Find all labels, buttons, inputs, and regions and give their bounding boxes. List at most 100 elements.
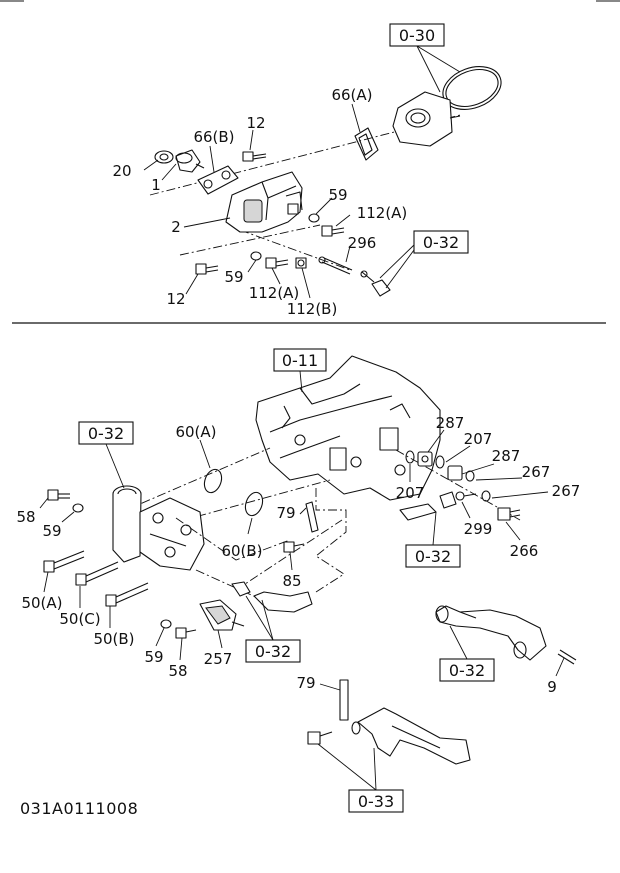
clip-79-bottom — [339, 679, 349, 721]
seal-20 — [154, 150, 174, 164]
callout-112b: 112(B) — [287, 300, 338, 318]
route-line-1 — [315, 488, 347, 593]
bolt-12-bottom — [195, 263, 219, 275]
callout-1: 1 — [151, 176, 161, 194]
bolt-58-upper — [47, 489, 70, 501]
callout-50a: 50(A) — [21, 594, 62, 612]
svg-text:0-32: 0-32 — [449, 661, 485, 680]
bolt-50a — [43, 550, 85, 573]
bolt-85 — [283, 541, 305, 553]
gasket-66a — [354, 127, 379, 161]
callout-66a: 66(A) — [331, 86, 372, 104]
washer-59-bottom — [250, 251, 262, 261]
washer-267-a — [465, 470, 475, 482]
callout-60b: 60(B) — [221, 542, 262, 560]
ref-box-0-30[interactable]: 0-30 — [389, 23, 445, 47]
callout-85: 85 — [282, 572, 301, 590]
washer-59-lower — [160, 619, 172, 629]
sensor-upper — [360, 270, 391, 297]
ref-box-0-33[interactable]: 0-33 — [348, 789, 404, 813]
callout-257: 257 — [204, 650, 233, 668]
washer-207-b — [435, 455, 445, 469]
svg-text:0-33: 0-33 — [358, 792, 394, 811]
callout-207-lower: 207 — [396, 484, 425, 502]
washer-59-upper — [72, 503, 84, 513]
ref-box-0-11[interactable]: 0-11 — [273, 348, 327, 372]
o-ring-60b — [244, 491, 264, 517]
stud-9 — [557, 649, 577, 665]
nut-112b — [295, 257, 307, 269]
bolt-58-lower — [175, 627, 197, 639]
bolt-287-lower — [447, 465, 463, 481]
callout-112a-bottom: 112(A) — [249, 284, 300, 302]
callout-59-bottom: 59 — [224, 268, 243, 286]
callout-50c: 50(C) — [59, 610, 100, 628]
svg-text:0-32: 0-32 — [415, 547, 451, 566]
svg-text:0-32: 0-32 — [255, 642, 291, 661]
bolt-112a-right — [321, 225, 345, 237]
cylinder-head — [255, 355, 441, 501]
callout-59-right: 59 — [328, 186, 347, 204]
callout-79-mid: 79 — [276, 504, 295, 522]
thermostat — [175, 149, 201, 173]
callout-299: 299 — [464, 520, 493, 538]
callout-287-upper: 287 — [436, 414, 465, 432]
callout-60a: 60(A) — [175, 423, 216, 441]
callout-59-lower: 59 — [144, 648, 163, 666]
hose-middle — [253, 591, 313, 613]
eye-bolt-299 — [455, 491, 477, 501]
callout-296: 296 — [348, 234, 377, 252]
pipe-fitting-right — [399, 491, 457, 521]
diagram-code: 031A0111008 — [20, 799, 138, 818]
upper-assembly: 0-30 0-32 66(A) 66(B) 12 20 1 2 59 112(A… — [112, 23, 502, 318]
bracket-bottom — [339, 679, 471, 765]
bolt-bottom-left — [307, 731, 333, 745]
route-line-2 — [175, 517, 291, 561]
stud-296 — [318, 256, 353, 275]
connector — [231, 581, 251, 597]
ref-box-0-32-right[interactable]: 0-32 — [405, 544, 461, 568]
bolt-266 — [497, 507, 521, 521]
water-outlet — [392, 91, 453, 147]
svg-text:0-32: 0-32 — [88, 424, 124, 443]
callout-207-upper: 207 — [464, 430, 493, 448]
ref-box-0-32-middle[interactable]: 0-32 — [245, 639, 301, 663]
water-pipe-assembly — [112, 485, 205, 571]
callout-287-lower: 287 — [492, 447, 521, 465]
lower-assembly: 0-11 0-32 0-32 0-32 0-32 0-33 — [16, 348, 581, 813]
callout-12-bottom: 12 — [166, 290, 185, 308]
bolt-112a-bottom — [265, 257, 289, 269]
callout-112a-right: 112(A) — [357, 204, 408, 222]
bolt-12-top — [242, 151, 267, 162]
callout-267-lower: 267 — [552, 482, 581, 500]
bolt-50c — [75, 561, 119, 586]
callout-266: 266 — [510, 542, 539, 560]
svg-text:0-32: 0-32 — [423, 233, 459, 252]
washer-267-b — [481, 490, 491, 502]
ref-box-0-32-left[interactable]: 0-32 — [78, 421, 134, 445]
callout-9: 9 — [547, 678, 557, 696]
o-ring-60a — [203, 468, 223, 494]
washer-207-upper — [405, 450, 415, 464]
callout-12-top: 12 — [246, 114, 265, 132]
callout-267-upper: 267 — [522, 463, 551, 481]
callout-20: 20 — [112, 162, 131, 180]
callout-79-bottom: 79 — [296, 674, 315, 692]
bolt-287-upper — [417, 451, 433, 467]
gasket-66b — [197, 165, 239, 195]
svg-text:0-11: 0-11 — [282, 351, 318, 370]
svg-text:0-30: 0-30 — [399, 26, 435, 45]
callout-58-lower: 58 — [168, 662, 187, 680]
callout-59-upper: 59 — [42, 522, 61, 540]
sensor-257 — [199, 599, 245, 631]
callout-50b: 50(B) — [93, 630, 134, 648]
ref-box-0-32-upper[interactable]: 0-32 — [413, 230, 469, 254]
callout-2: 2 — [171, 218, 181, 236]
pipe-lower-right — [435, 605, 547, 661]
ref-box-0-32-lower-right[interactable]: 0-32 — [439, 658, 495, 682]
clip-79 — [305, 501, 319, 533]
callout-58-upper: 58 — [16, 508, 35, 526]
bolt-50b — [105, 582, 149, 607]
callout-66b: 66(B) — [193, 128, 234, 146]
